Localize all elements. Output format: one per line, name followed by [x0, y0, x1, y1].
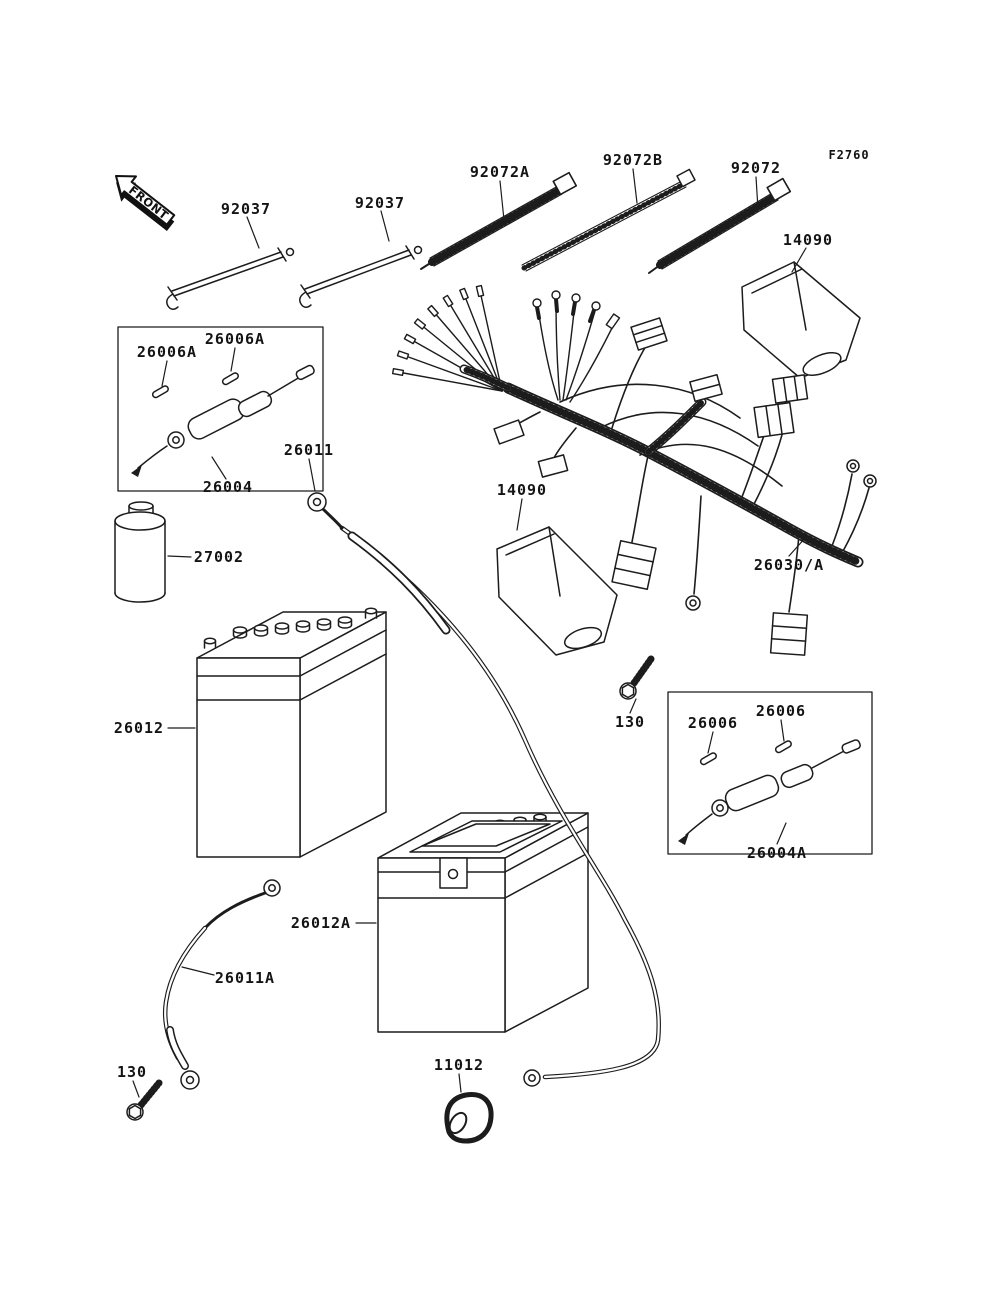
part-label-26030a: 26030/A: [753, 556, 825, 574]
part-label-14090-top: 14090: [782, 231, 834, 249]
pin-26006-right: [774, 740, 792, 754]
harness-connector: [689, 373, 723, 403]
part-label-26012: 26012: [113, 719, 165, 737]
wiring-harness-26030a: [391, 284, 877, 656]
rubber-cap-11012: [444, 1091, 494, 1144]
harness-connector: [769, 612, 809, 656]
battery-filler-caps: [232, 616, 353, 639]
harness-boot-14090-top: [741, 261, 861, 379]
battery-cable-26011: [307, 492, 661, 1087]
part-label-26004a: 26004A: [746, 844, 808, 862]
part-label-26004: 26004: [202, 478, 254, 496]
part-label-92072b: 92072B: [602, 151, 664, 169]
harness-connector: [630, 317, 668, 351]
part-label-26006-left: 26006: [687, 714, 739, 732]
hook-bar-92037-left: [166, 247, 295, 310]
harness-boot-14090-mid: [496, 526, 618, 656]
part-label-26011a: 26011A: [214, 969, 276, 987]
part-label-130-mid: 130: [614, 713, 646, 731]
condenser-27002: [114, 501, 166, 603]
part-label-92037-right: 92037: [354, 194, 406, 212]
pin-26006-left: [699, 752, 717, 766]
battery-holddown-frame: [409, 820, 563, 853]
hook-bar-92037-right: [299, 245, 423, 308]
battery-terminal: [364, 607, 378, 619]
battery-cable-26011a: [162, 879, 281, 1090]
pin-26006a-right: [221, 372, 239, 386]
figure-code: F2760: [828, 148, 870, 162]
harness-ring-terminal: [685, 459, 877, 611]
front-arrow-icon: FRONT: [115, 175, 176, 232]
part-label-11012: 11012: [433, 1056, 485, 1074]
inset-box-26004a: [667, 691, 873, 855]
harness-pin-fan: [391, 284, 503, 392]
cable-tie-92072a: [420, 171, 578, 270]
part-label-27002: 27002: [193, 548, 245, 566]
battery-26012a: [377, 812, 589, 1033]
harness-connector: [771, 374, 809, 404]
battery-26012: [196, 607, 387, 858]
battery-bracket: [439, 857, 468, 889]
inset-box-26004: [117, 326, 324, 492]
part-label-92072a: 92072A: [469, 163, 531, 181]
bolt-130-bottom: [126, 1079, 163, 1121]
fuse-assembly-26004a: [678, 739, 861, 845]
part-label-26006-right: 26006: [755, 702, 807, 720]
harness-connector: [493, 419, 525, 445]
leader-lines: [132, 168, 807, 1098]
pin-26006a-left: [151, 385, 169, 399]
part-label-92072: 92072: [730, 159, 782, 177]
part-label-26011: 26011: [283, 441, 335, 459]
part-label-130-bottom: 130: [116, 1063, 148, 1081]
harness-bullet-terminals: [532, 290, 621, 403]
harness-connector: [611, 539, 657, 591]
fuse-assembly-26004: [131, 364, 315, 477]
part-label-14090-mid: 14090: [496, 481, 548, 499]
harness-braided-trunk: [459, 364, 864, 568]
bolt-130-mid: [619, 655, 655, 700]
cable-tie-92072b: [521, 168, 696, 272]
harness-connector: [753, 401, 795, 439]
part-label-26012a: 26012A: [290, 914, 352, 932]
part-label-26006a-left: 26006A: [136, 343, 198, 361]
cable-tie-92072: [648, 177, 792, 274]
part-label-26006a-right: 26006A: [204, 330, 266, 348]
part-label-92037-left: 92037: [220, 200, 272, 218]
harness-connector: [537, 454, 569, 478]
battery-terminal: [203, 637, 217, 649]
